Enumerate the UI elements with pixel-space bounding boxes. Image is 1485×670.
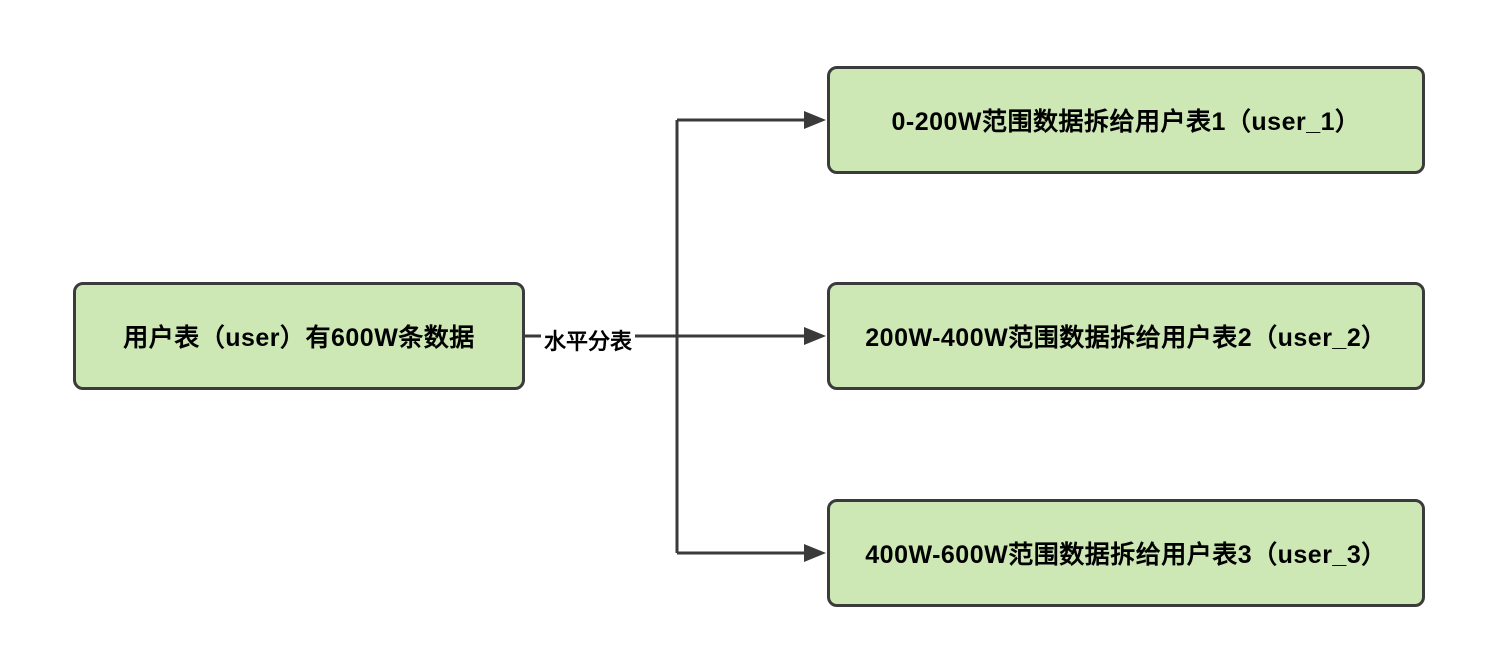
target-table-box-1: 0-200W范围数据拆给用户表1（user_1）	[827, 66, 1425, 174]
edge-label: 水平分表	[541, 322, 636, 358]
target-table-label-1: 0-200W范围数据拆给用户表1（user_1）	[891, 108, 1361, 136]
target-table-box-2: 200W-400W范围数据拆给用户表2（user_2）	[827, 282, 1425, 390]
target-table-label-2: 200W-400W范围数据拆给用户表2（user_2）	[865, 324, 1387, 352]
source-table-box: 用户表（user）有600W条数据	[73, 282, 525, 390]
arrowhead-2-icon	[804, 327, 826, 345]
source-table-label: 用户表（user）有600W条数据	[123, 324, 475, 352]
arrowhead-1-icon	[804, 111, 826, 129]
arrowhead-3-icon	[804, 544, 826, 562]
target-table-box-3: 400W-600W范围数据拆给用户表3（user_3）	[827, 499, 1425, 607]
target-table-label-3: 400W-600W范围数据拆给用户表3（user_3）	[865, 541, 1387, 569]
